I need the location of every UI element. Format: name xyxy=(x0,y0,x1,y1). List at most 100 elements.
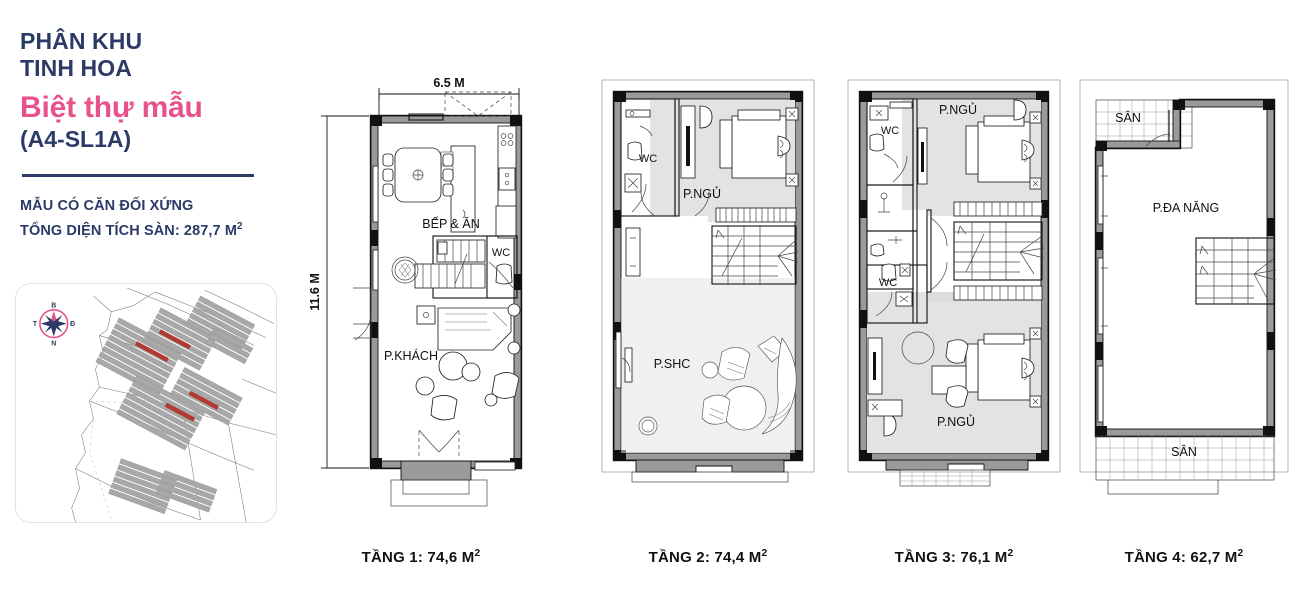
bottom-balcony xyxy=(885,459,1029,487)
toilet-icon xyxy=(627,141,643,161)
room-label-wc-f2: WC xyxy=(639,153,657,165)
staircase xyxy=(953,201,1045,301)
room-label-terrace-bottom: SÂN xyxy=(1171,444,1197,459)
structural-columns xyxy=(1096,100,1274,436)
page-title: Biệt thự mẫu xyxy=(20,90,203,124)
bed-set xyxy=(719,107,799,187)
perimeter-walls xyxy=(1095,99,1275,437)
rear-canopy xyxy=(444,91,512,117)
stair-winder-fan xyxy=(1019,235,1045,275)
decor-medallion xyxy=(391,256,419,284)
structural-columns xyxy=(614,92,802,460)
plan-height-dimension: 11.6 M xyxy=(308,273,322,311)
total-floor-area-text: TỔNG DIỆN TÍCH SÀN: 287,7 M xyxy=(20,222,238,239)
model-code: (A4-SL1A) xyxy=(20,125,132,152)
room-label-kitchen-dining: BẾP & ĂN xyxy=(422,216,479,231)
symmetry-note: MẪU CÓ CĂN ĐỐI XỨNG xyxy=(20,198,194,215)
stair-and-wc xyxy=(414,235,518,299)
room-label-wc-f1: WC xyxy=(492,247,510,259)
stair-winder-fan xyxy=(1253,257,1277,301)
stair-lower-flight xyxy=(414,263,486,289)
subdivision-name: PHÂN KHU TINH HOA xyxy=(20,28,282,82)
compass-north-label: B xyxy=(51,302,56,309)
floor-1-caption-sup: 2 xyxy=(474,548,481,559)
room-label-living: P.KHÁCH xyxy=(384,348,438,363)
floor-1-caption: TẦNG 1: 74,6 M2 xyxy=(305,548,537,566)
terrace-bottom xyxy=(1095,435,1275,495)
corridor-walls xyxy=(912,98,932,324)
floor-4-caption-sup: 2 xyxy=(1237,548,1244,559)
floor-3-caption-text: TẦNG 3: 76,1 M xyxy=(894,549,1008,566)
floor-plan-2-drawing: WC P.NGỦ xyxy=(592,70,824,520)
wet-areas xyxy=(866,184,914,290)
left-windows xyxy=(615,227,641,389)
door-swing-bedroom xyxy=(694,191,710,217)
sink-icon xyxy=(498,167,516,191)
floor-plan-3[interactable]: WC xyxy=(838,0,1070,600)
stair-direction-arrow xyxy=(721,237,743,277)
wc-room xyxy=(620,98,680,217)
sheet-border xyxy=(847,79,1061,473)
location-map-thumbnail[interactable]: B N T Đ xyxy=(15,283,277,523)
compass-rose: B N T Đ xyxy=(33,302,75,347)
room-label-bedroom-f2: P.NGỦ xyxy=(683,186,721,201)
sheet-border xyxy=(1079,79,1289,473)
door-swing-corridor xyxy=(930,217,948,247)
room-label-terrace-top: SÂN xyxy=(1115,110,1141,125)
floor-plan-1[interactable]: 6.5 M 11.6 M xyxy=(305,0,537,600)
floor-plan-4[interactable]: SÂN P.ĐA NĂNG xyxy=(1068,0,1300,600)
floor-3-caption-sup: 2 xyxy=(1007,548,1014,559)
floor-plan-2[interactable]: WC P.NGỦ xyxy=(592,0,824,600)
toilet-icon xyxy=(881,263,897,282)
bed-set-bottom xyxy=(867,327,1042,437)
room-label-bedroom-bottom-f3: P.NGỦ xyxy=(937,414,975,429)
door-swing-wc xyxy=(640,191,656,217)
staircase xyxy=(711,207,799,285)
bottom-balcony xyxy=(631,459,789,483)
room-label-multipurpose: P.ĐA NĂNG xyxy=(1153,200,1219,215)
total-floor-area-unit-sup: 2 xyxy=(237,220,243,232)
common-room-furniture xyxy=(638,335,797,436)
front-window xyxy=(474,461,516,471)
divider xyxy=(22,174,254,178)
total-floor-area: TỔNG DIỆN TÍCH SÀN: 287,7 M2 xyxy=(20,219,282,243)
subdivision-name-line2: TINH HOA xyxy=(20,54,132,81)
location-map-svg: B N T Đ xyxy=(16,284,276,522)
balcony-tiles xyxy=(900,470,990,486)
map-highlighted-plots xyxy=(134,329,219,422)
toilet-icon xyxy=(495,263,513,285)
left-windows xyxy=(353,165,379,341)
map-plot-blocks xyxy=(95,295,256,515)
dimension-lines xyxy=(321,88,520,469)
wc-room xyxy=(486,235,518,299)
dining-set xyxy=(382,147,454,203)
floor-3-caption: TẦNG 3: 76,1 M2 xyxy=(838,548,1070,566)
room-label-common-f2: P.SHC xyxy=(654,357,691,371)
subdivision-name-line1: PHÂN KHU xyxy=(20,28,143,54)
floor-4-caption-text: TẦNG 4: 62,7 M xyxy=(1124,549,1238,566)
room-label-wc-bottom-f3: WC xyxy=(879,277,897,289)
floor-2-caption: TẦNG 2: 74,4 M2 xyxy=(592,548,824,566)
compass-star xyxy=(40,310,67,337)
floor-plan-4-drawing: SÂN P.ĐA NĂNG xyxy=(1068,70,1300,520)
entry-doors xyxy=(390,429,488,507)
door-swing-terrace xyxy=(1145,133,1171,147)
compass-east-label: Đ xyxy=(70,321,75,328)
room-label-wc-top-f3: WC xyxy=(881,125,899,137)
floor-plan-3-drawing: WC xyxy=(838,70,1070,520)
armchair-icon xyxy=(1013,99,1027,121)
left-windows xyxy=(1097,165,1108,423)
fridge-icon xyxy=(495,205,517,237)
floor-4-caption: TẦNG 4: 62,7 M2 xyxy=(1068,548,1300,566)
staircase xyxy=(1195,237,1277,305)
toilet-icon xyxy=(869,133,885,152)
room-label-bedroom-top-f3: P.NGỦ xyxy=(939,102,977,117)
floor-2-caption-text: TẦNG 2: 74,4 M xyxy=(648,549,762,566)
stair-winder-fan xyxy=(777,239,799,277)
counter-basin xyxy=(625,109,651,118)
rear-window xyxy=(408,113,444,121)
structural-columns xyxy=(860,92,1048,460)
wc-room-bottom xyxy=(866,263,928,324)
floor-2-caption-sup: 2 xyxy=(761,548,768,559)
